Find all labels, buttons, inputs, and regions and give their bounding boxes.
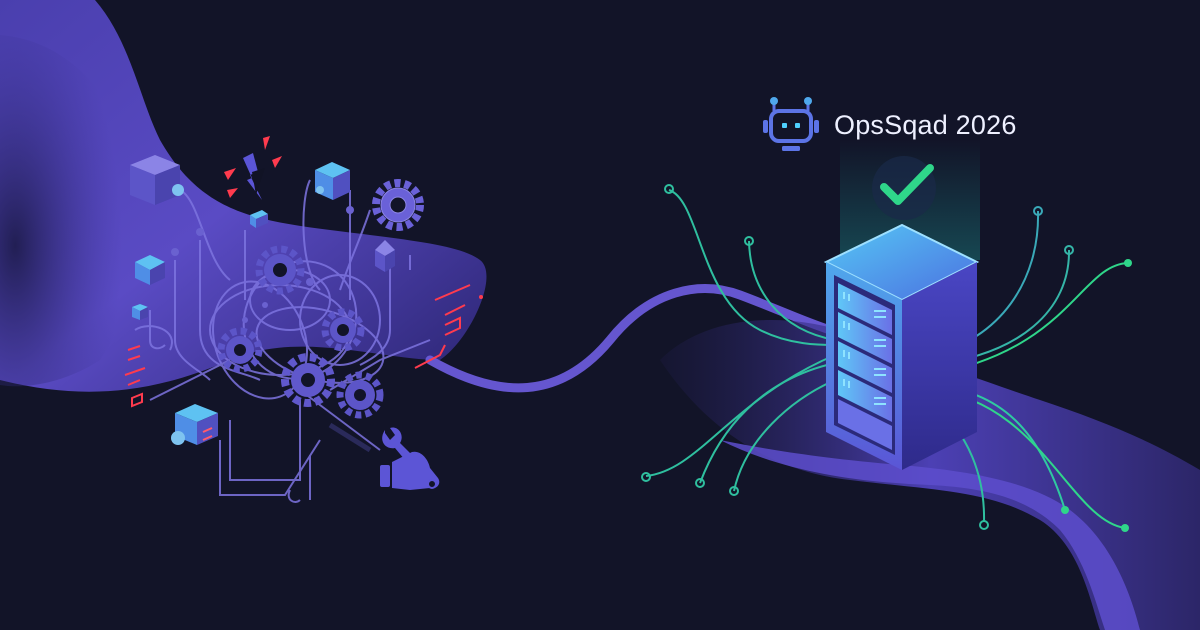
cube-icon [132, 304, 148, 320]
brand-lockup: OpsSqad 2026 [760, 95, 1017, 155]
server-rack-icon [823, 223, 980, 470]
server-box-icon [130, 155, 184, 205]
cube-icon [135, 255, 165, 285]
brand-title: OpsSqad 2026 [834, 109, 1017, 140]
gear-icon [336, 371, 384, 419]
small-chip-icon [250, 210, 268, 228]
server-box-icon [171, 404, 218, 445]
gear-icon [217, 327, 263, 373]
gear-icon [372, 179, 424, 231]
gear-icon [281, 353, 335, 407]
block-icon [375, 240, 395, 272]
gear-icon [255, 245, 305, 295]
robot-icon [763, 97, 819, 151]
check-badge [872, 156, 936, 220]
checkmark-icon [880, 164, 934, 205]
gear-icon [321, 308, 365, 352]
lightning-icon [243, 153, 265, 200]
alert-shard-icon [224, 136, 282, 198]
server-box-icon [315, 162, 350, 200]
wrench-hand-icon [380, 427, 440, 490]
